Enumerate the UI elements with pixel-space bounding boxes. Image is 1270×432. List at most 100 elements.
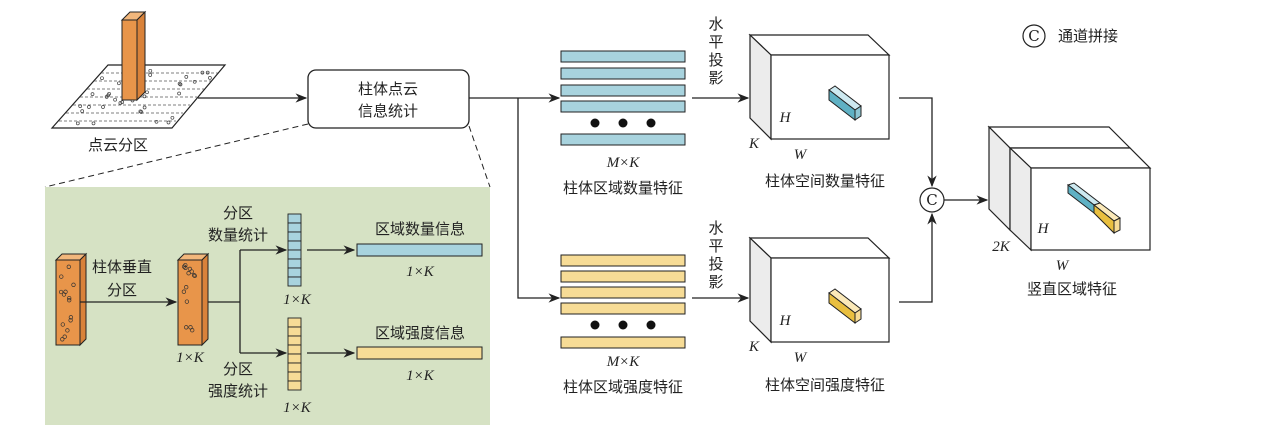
spatial-count-cube: H K W 柱体空间数量特征 [748,33,891,190]
vector-cell [287,222,302,233]
svg-text:1×K: 1×K [406,264,435,280]
point-marker [177,91,181,96]
point-marker [68,315,74,320]
svg-text:H: H [1037,221,1050,237]
point-marker [148,73,153,77]
point-marker [183,265,188,270]
svg-text:1×K: 1×K [406,368,435,384]
point-marker [91,121,96,126]
horizontal-projection-label: 水 平 投 影 水 平 投 影 [708,15,723,291]
point-marker [200,70,205,75]
intensity-vector [287,317,302,391]
point-marker [60,322,65,327]
svg-text:K: K [748,339,760,355]
point-marker [186,271,191,276]
point-marker [67,298,72,303]
point-marker [184,299,190,304]
svg-text:柱体垂直: 柱体垂直 [92,258,152,276]
svg-text:M×K: M×K [606,354,641,370]
vector-cell [287,362,302,373]
point-marker [145,90,149,95]
point-marker [59,274,64,279]
point-marker [58,289,64,295]
count-vector [287,213,302,287]
point-marker [142,105,147,110]
svg-text:影: 影 [708,69,723,87]
svg-text:W: W [1056,258,1070,274]
pillar-partitioned [176,252,210,347]
point-marker [138,109,143,114]
vector-cell [287,231,302,242]
point-marker [101,105,105,109]
svg-text:强度统计: 强度统计 [208,382,268,400]
point-marker [154,119,159,124]
svg-text:C: C [926,191,937,209]
svg-text:区域数量信息: 区域数量信息 [375,220,465,238]
svg-text:数量统计: 数量统计 [208,226,268,244]
vector-cell [287,344,302,355]
vector-cell [287,371,302,382]
pillar-stats-box: 柱体点云 信息统计 [307,69,470,129]
vector-cell [287,326,302,337]
point-marker [117,81,121,86]
svg-text:1×K: 1×K [176,350,205,366]
svg-text:1×K: 1×K [283,292,312,308]
vector-cell [287,240,302,251]
svg-text:投: 投 [708,255,723,273]
svg-text:柱体区域强度特征: 柱体区域强度特征 [563,378,683,396]
svg-text:水: 水 [708,219,723,237]
svg-text:H: H [779,313,792,329]
svg-text:M×K: M×K [606,155,641,171]
point-marker [184,75,189,79]
svg-text:H: H [779,110,792,126]
point-marker [60,337,65,342]
point-marker [178,82,183,87]
svg-text:C: C [1028,27,1039,45]
pillar-input [54,252,88,347]
point-marker [80,109,85,113]
svg-text:柱体区域数量特征: 柱体区域数量特征 [563,179,683,197]
svg-text:1×K: 1×K [283,400,312,416]
point-marker [181,289,187,294]
point-marker [66,264,71,269]
svg-text:分区: 分区 [223,360,253,378]
point-marker [62,334,67,339]
vector-cell [287,258,302,269]
point-marker [106,93,111,98]
point-marker [184,285,189,290]
vector-cell [287,353,302,364]
point-marker [184,325,189,330]
detail-panel: 柱体垂直 分区 1×K 分区 数量统计 1×K 区域数量信息 1×K 分区 强度… [45,187,490,425]
point-marker [71,282,76,287]
svg-text:W: W [794,147,808,163]
svg-text:K: K [748,136,760,152]
vector-cell [287,213,302,224]
region-count-info-bar [356,243,483,257]
svg-text:竖直区域特征: 竖直区域特征 [1027,280,1117,298]
svg-text:投: 投 [708,51,723,69]
point-marker [188,325,193,330]
point-marker [205,70,210,75]
vector-cell [287,317,302,328]
legend-concat: C 通道拼接 [1022,24,1118,48]
point-marker [90,92,95,96]
point-marker [68,318,73,323]
point-marker [191,273,197,278]
region-intensity-info-bar [356,346,483,360]
pillar-3d [120,10,147,102]
svg-text:2K: 2K [992,239,1011,255]
svg-text:柱体空间强度特征: 柱体空间强度特征 [765,376,885,394]
vector-cell [287,249,302,260]
svg-text:分区: 分区 [223,204,253,222]
svg-text:柱体点云: 柱体点云 [358,80,418,98]
svg-text:W: W [794,350,808,366]
point-marker [208,76,212,80]
point-marker [87,105,91,109]
point-marker [148,68,153,73]
point-marker [100,76,104,81]
point-marker [183,262,188,268]
point-marker [139,110,144,114]
svg-text:分区: 分区 [107,281,137,299]
svg-text:平: 平 [708,237,723,255]
